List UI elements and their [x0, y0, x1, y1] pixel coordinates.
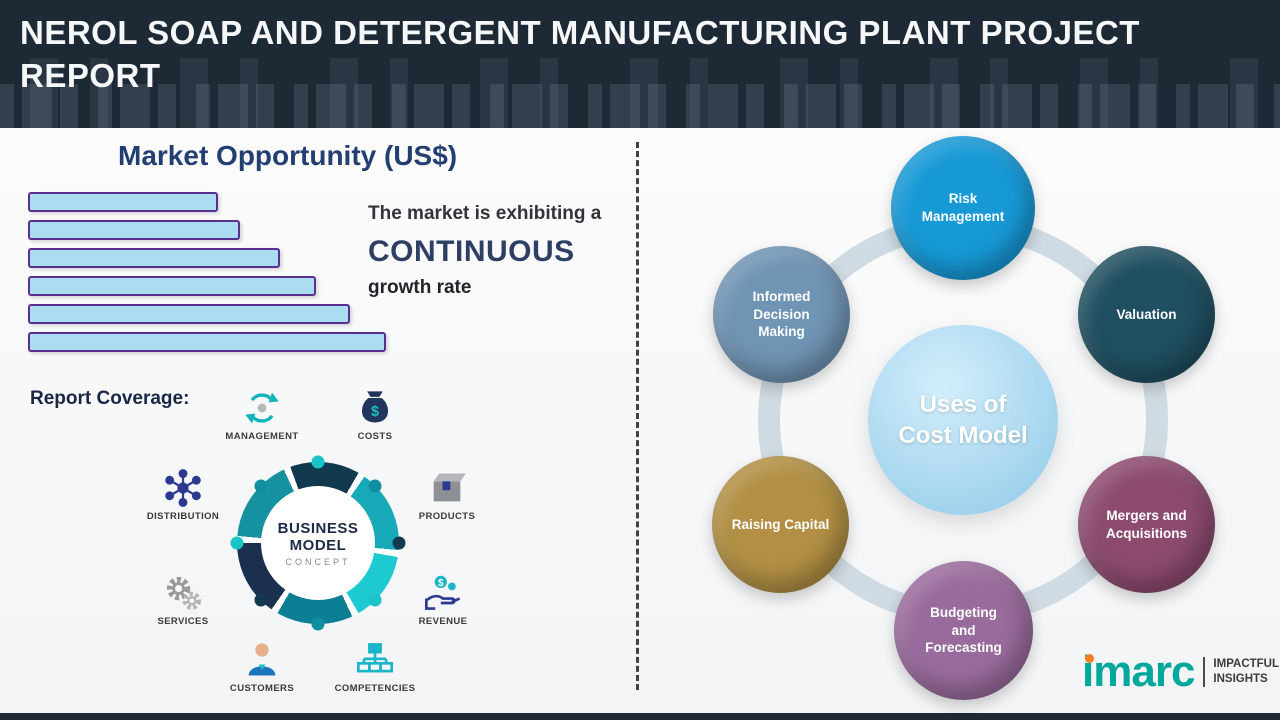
ring-dot	[368, 479, 382, 493]
vertical-dashed-divider	[636, 142, 639, 690]
imarc-tagline-line1: IMPACTFUL	[1213, 658, 1280, 671]
products-label: PRODUCTS	[418, 511, 476, 522]
skyline-silhouette	[0, 84, 1280, 128]
market-bar	[28, 332, 386, 352]
node-raising-capital: Raising Capital	[712, 456, 849, 593]
ring-dot	[392, 536, 406, 550]
ring-dot	[230, 536, 244, 550]
svg-text:$: $	[438, 578, 444, 589]
distribution-label: DISTRIBUTION	[146, 511, 220, 522]
bottom-navy-strip	[0, 713, 1280, 720]
report-coverage-label: Report Coverage:	[30, 388, 190, 409]
report-title-line2: REPORT	[20, 56, 161, 94]
imarc-tagline-line2: INSIGHTS	[1213, 673, 1268, 685]
node-label: Mergers and Acquisitions	[1105, 507, 1187, 541]
market-bar	[28, 220, 240, 240]
cost-center-line2: Cost Model	[898, 422, 1028, 449]
header-banner: NEROL SOAP AND DETERGENT MANUFACTURING P…	[0, 0, 1280, 128]
customers-label: CUSTOMERS	[229, 683, 295, 694]
costs-icon: $	[355, 388, 395, 428]
imarc-brand: imarc	[1082, 647, 1195, 696]
ring-dot	[254, 479, 268, 493]
market-bar	[28, 248, 280, 268]
skyline-silhouette	[0, 58, 1280, 128]
node-informed-decision-making: Informed Decision Making	[713, 246, 850, 383]
report-title: NEROL SOAP AND DETERGENT MANUFACTURING P…	[20, 12, 1170, 98]
market-bar	[28, 304, 350, 324]
market-bar	[28, 192, 218, 212]
svg-text:$: $	[371, 404, 379, 420]
node-label: Informed Decision Making	[752, 289, 811, 340]
products-icon	[427, 468, 467, 508]
competencies-label: COMPETENCIES	[334, 683, 416, 694]
node-label: Raising Capital	[731, 516, 830, 532]
management-label: MANAGEMENT	[225, 431, 299, 442]
node-mergers-acquisitions: Mergers and Acquisitions	[1078, 456, 1215, 593]
revenue-icon: $	[423, 573, 463, 613]
ring-dot	[368, 593, 382, 607]
competencies-icon	[355, 640, 395, 680]
node-label: Budgeting and Forecasting	[925, 605, 1002, 656]
services-label: SERVICES	[157, 616, 209, 627]
node-label: Valuation	[1116, 306, 1177, 322]
node-risk-management: Risk Management	[891, 136, 1035, 280]
market-opportunity-title: Market Opportunity (US$)	[118, 140, 458, 171]
cost-model-center: Uses of Cost Model	[868, 325, 1058, 515]
node-budgeting-forecasting: Budgeting and Forecasting	[894, 561, 1033, 700]
business-model-word3: CONCEPT	[285, 556, 351, 567]
growth-statement: The market is exhibiting a CONTINUOUS gr…	[368, 203, 638, 299]
growth-emphasis: CONTINUOUS	[368, 235, 575, 268]
business-model-word1: BUSINESS	[277, 519, 359, 537]
imarc-orange-dot-icon	[1085, 654, 1094, 663]
customers-icon	[242, 640, 282, 680]
business-model-center: BUSINESS MODEL CONCEPT	[237, 462, 399, 624]
management-icon	[242, 388, 282, 428]
market-bars	[28, 192, 386, 360]
growth-line2: growth rate	[368, 277, 472, 298]
growth-line1: The market is exhibiting a	[368, 203, 602, 224]
services-icon	[163, 573, 203, 613]
ring-dot	[254, 593, 268, 607]
revenue-label: REVENUE	[418, 616, 468, 627]
imarc-tagline: IMPACTFUL INSIGHTS	[1203, 657, 1279, 687]
node-label: Risk Management	[921, 191, 1005, 224]
ring-dot	[311, 617, 325, 631]
business-model-word2: MODEL	[289, 536, 347, 554]
distribution-icon	[163, 468, 203, 508]
market-bar	[28, 276, 316, 296]
cost-center-line1: Uses of	[919, 390, 1007, 418]
node-valuation: Valuation	[1078, 246, 1215, 383]
costs-label: COSTS	[357, 431, 393, 442]
imarc-brand-text: imarc	[1082, 647, 1195, 696]
imarc-logo: imarc IMPACTFUL INSIGHTS	[1082, 650, 1279, 694]
ring-dot	[311, 455, 325, 469]
report-title-line1: NEROL SOAP AND DETERGENT MANUFACTURING P…	[20, 14, 1140, 51]
